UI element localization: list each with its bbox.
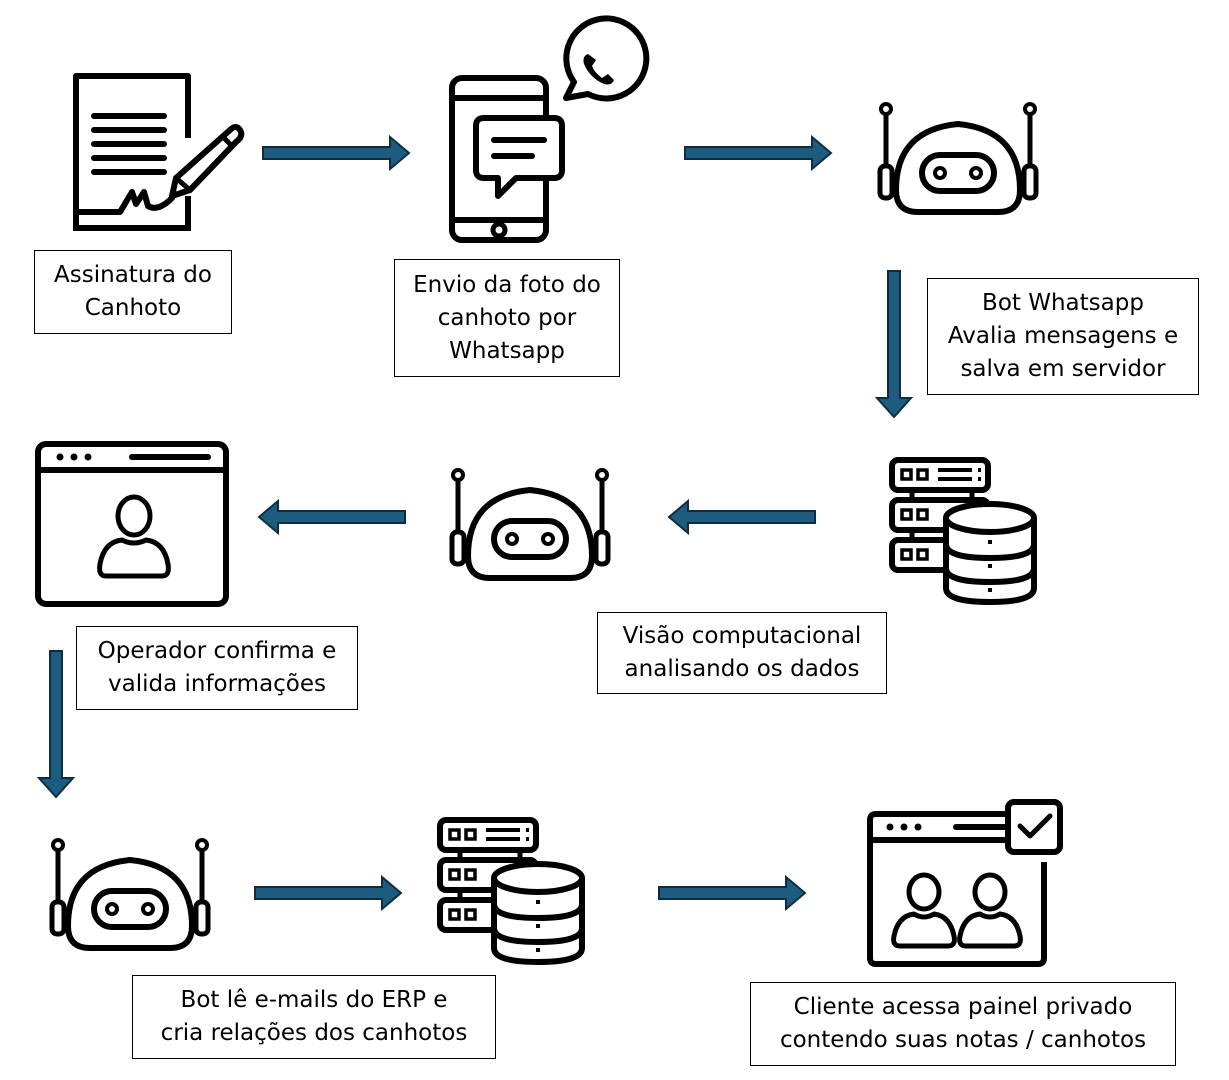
- label-line: Cliente acessa painel privado: [793, 994, 1133, 1020]
- server-database-icon: [437, 817, 585, 966]
- label-line: Envio da foto do: [413, 271, 601, 298]
- arrow-shape-left: [667, 498, 816, 536]
- arrow-bot-erp-to-server: [254, 874, 403, 912]
- label-line: Whatsapp: [449, 337, 565, 364]
- step-label-vision: Visão computacional analisando os dados: [597, 612, 887, 694]
- arrow-shape-right: [658, 874, 807, 912]
- browser-user-icon: [35, 441, 229, 607]
- label-line: contendo suas notas / canhotos: [779, 1027, 1147, 1053]
- label-line: cria relações dos canhotos: [160, 1020, 468, 1046]
- arrow-shape-right: [254, 874, 403, 912]
- label-line: Operador confirma e: [97, 638, 337, 664]
- label-line: Avalia mensagens e: [947, 323, 1179, 349]
- label-line: Assinatura do: [54, 262, 212, 288]
- arrow-send-to-bot-whatsapp: [684, 134, 833, 172]
- arrow-vision-to-operator: [257, 498, 406, 536]
- label-line: valida informações: [107, 671, 327, 697]
- arrow-server-to-vision: [667, 498, 816, 536]
- arrow-shape-right: [262, 134, 411, 172]
- arrow-shape-right: [684, 134, 833, 172]
- step-label-bot-erp: Bot lê e-mails do ERP e cria relações do…: [132, 975, 496, 1059]
- arrow-bot-whatsapp-to-server: [874, 270, 914, 419]
- arrow-server-to-client: [658, 874, 807, 912]
- label-line: canhoto por: [437, 304, 577, 331]
- arrow-sign-to-send: [262, 134, 411, 172]
- browser-users-check-icon: [867, 799, 1063, 967]
- step-label-sign: Assinatura do Canhoto: [34, 250, 232, 334]
- arrow-operator-to-bot-erp: [36, 650, 76, 799]
- label-line: Canhoto: [84, 295, 182, 321]
- step-label-client: Cliente acessa painel privado contendo s…: [750, 982, 1176, 1066]
- label-line: Bot lê e-mails do ERP e: [180, 987, 448, 1013]
- document-signature-icon: [73, 73, 245, 231]
- arrow-shape-down: [36, 650, 76, 799]
- robot-icon: [449, 468, 611, 581]
- step-label-send: Envio da foto do canhoto por Whatsapp: [394, 259, 620, 377]
- label-line: salva em servidor: [960, 356, 1166, 382]
- arrow-shape-left: [257, 498, 406, 536]
- server-database-icon: [889, 457, 1037, 606]
- smartphone-whatsapp-icon: [449, 15, 650, 243]
- label-line: analisando os dados: [624, 656, 860, 682]
- robot-icon: [877, 102, 1039, 215]
- label-line: Bot Whatsapp: [982, 290, 1144, 316]
- robot-icon: [49, 838, 211, 951]
- step-label-operator: Operador confirma e valida informações: [76, 626, 358, 710]
- label-line: Visão computacional: [622, 623, 862, 649]
- arrow-shape-down: [874, 270, 914, 419]
- step-label-bot-whatsapp: Bot Whatsapp Avalia mensagens e salva em…: [927, 278, 1199, 395]
